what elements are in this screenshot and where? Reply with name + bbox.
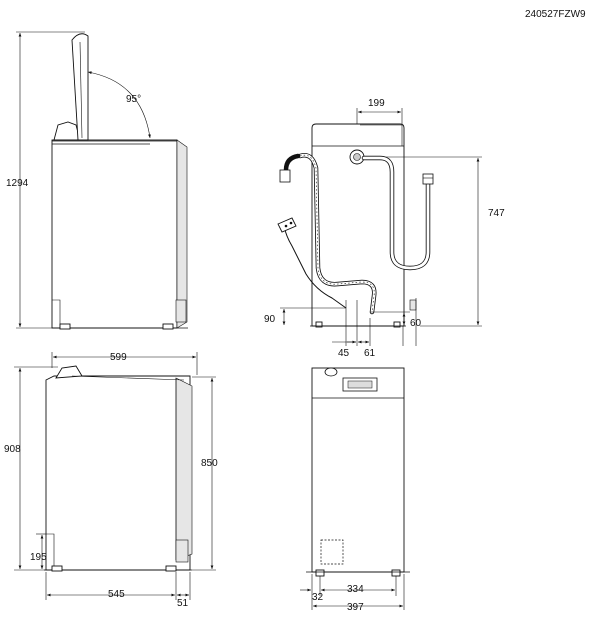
side-view-open-lid: 1294 95° [6, 31, 188, 330]
dim-height-low: 195 [30, 552, 47, 563]
dim-offset-right: 61 [364, 348, 376, 359]
back-panel-side-2 [175, 377, 193, 561]
dim-height-open: 1294 [6, 178, 29, 189]
dim-lid-angle: 95° [126, 94, 141, 105]
back-panel-side [176, 139, 188, 329]
dim-height-total: 908 [4, 444, 21, 455]
machine-body-front [311, 367, 405, 573]
dim-depth-total: 599 [110, 352, 127, 363]
dim-height-body: 850 [201, 458, 218, 469]
machine-body-rear [311, 123, 405, 327]
dim-hose-width: 199 [368, 98, 385, 109]
machine-body-side-2 [45, 375, 191, 571]
rear-view-hoses: 199 747 [264, 98, 505, 359]
front-view: 334 32 397 [300, 367, 410, 613]
program-knob [324, 367, 338, 377]
dim-width-total: 397 [347, 602, 364, 613]
side-view-dimensions: 599 908 850 195 545 51 [4, 352, 218, 609]
drawing-code: 240527FZW9 [525, 9, 586, 20]
control-panel-side [53, 121, 81, 141]
dim-offset-left: 45 [338, 348, 350, 359]
dim-hose-height: 747 [488, 208, 505, 219]
dim-depth-body: 545 [108, 589, 125, 600]
dim-width-foot: 32 [312, 592, 324, 603]
dim-depth-extra: 51 [177, 598, 189, 609]
dim-width-feet: 334 [347, 584, 364, 595]
filter-door [320, 539, 344, 565]
machine-body-side [51, 139, 178, 329]
dim-outlet-left: 90 [264, 314, 276, 325]
